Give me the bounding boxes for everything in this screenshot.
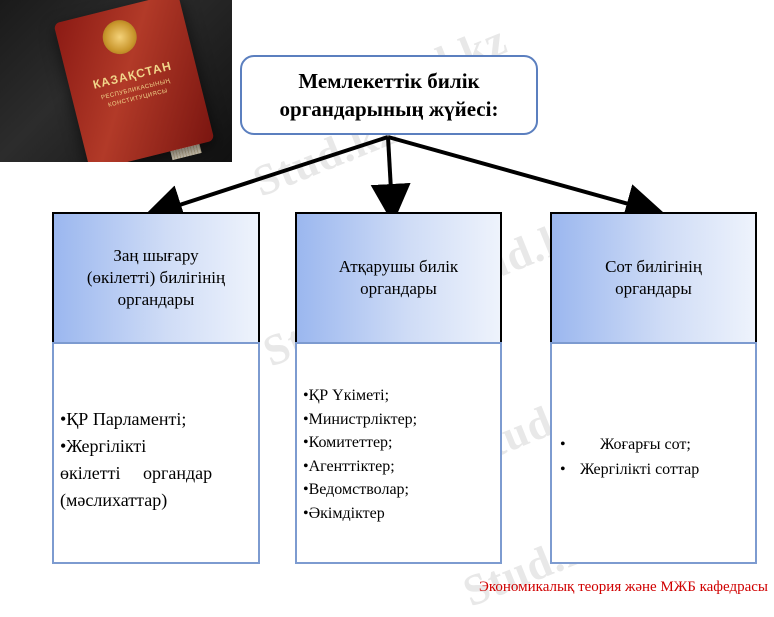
executive-body: •ҚР Үкіметі; •Министрліктер; •Комитеттер… bbox=[295, 342, 502, 564]
list-item: •Жоғарғы сот; bbox=[560, 436, 691, 453]
connector-arrows bbox=[142, 135, 666, 224]
list-item: •Ведомстволар; bbox=[303, 481, 409, 498]
legislative-header: Заң шығару (өкілетті) билігінің органдар… bbox=[52, 212, 260, 342]
system-title-line1: Мемлекеттік билік bbox=[298, 69, 480, 93]
list-item: •Комитеттер; bbox=[303, 434, 393, 451]
arrow-right bbox=[387, 135, 666, 223]
list-item: •ҚР Парламенті; bbox=[60, 409, 187, 429]
legislative-body: •ҚР Парламенті; •Жергілікті өкілетті орг… bbox=[52, 342, 260, 564]
list-item: •Министрліктер; bbox=[303, 410, 418, 428]
list-item: өкілетті органдар bbox=[60, 463, 213, 483]
arrow-left bbox=[142, 135, 389, 224]
department-footer: Экономикалық теория және МЖБ кафедрасы bbox=[478, 579, 768, 595]
arrow-center bbox=[370, 136, 411, 224]
executive-header: Атқарушы билік органдары bbox=[295, 212, 502, 342]
legislative-list: •ҚР Парламенті; •Жергілікті өкілетті орг… bbox=[60, 406, 212, 514]
judicial-body: •Жоғарғы сот; •Жергілікті соттар bbox=[550, 342, 757, 564]
list-item: •Әкімдіктер bbox=[303, 504, 385, 522]
list-item: •Жергілікті bbox=[60, 436, 147, 456]
system-title-line2: органдарының жүйесі: bbox=[279, 97, 499, 121]
judicial-list: •Жоғарғы сот; •Жергілікті соттар bbox=[560, 432, 699, 482]
executive-list: •ҚР Үкіметі; •Министрліктер; •Комитеттер… bbox=[303, 384, 417, 525]
judicial-header: Сот билігінің органдары bbox=[550, 212, 757, 342]
list-item: •Агенттіктер; bbox=[303, 457, 395, 475]
constitution-photo: КАЗАҚСТАН РЕСПУБЛИКАСЫНЫҢ КОНСТИТУЦИЯСЫ bbox=[0, 0, 232, 162]
system-title-box: Мемлекеттік билік органдарының жүйесі: bbox=[240, 55, 538, 135]
list-item: (мәслихаттар) bbox=[60, 490, 168, 510]
list-item: •Жергілікті соттар bbox=[560, 461, 700, 478]
list-item: •ҚР Үкіметі; bbox=[303, 387, 390, 404]
